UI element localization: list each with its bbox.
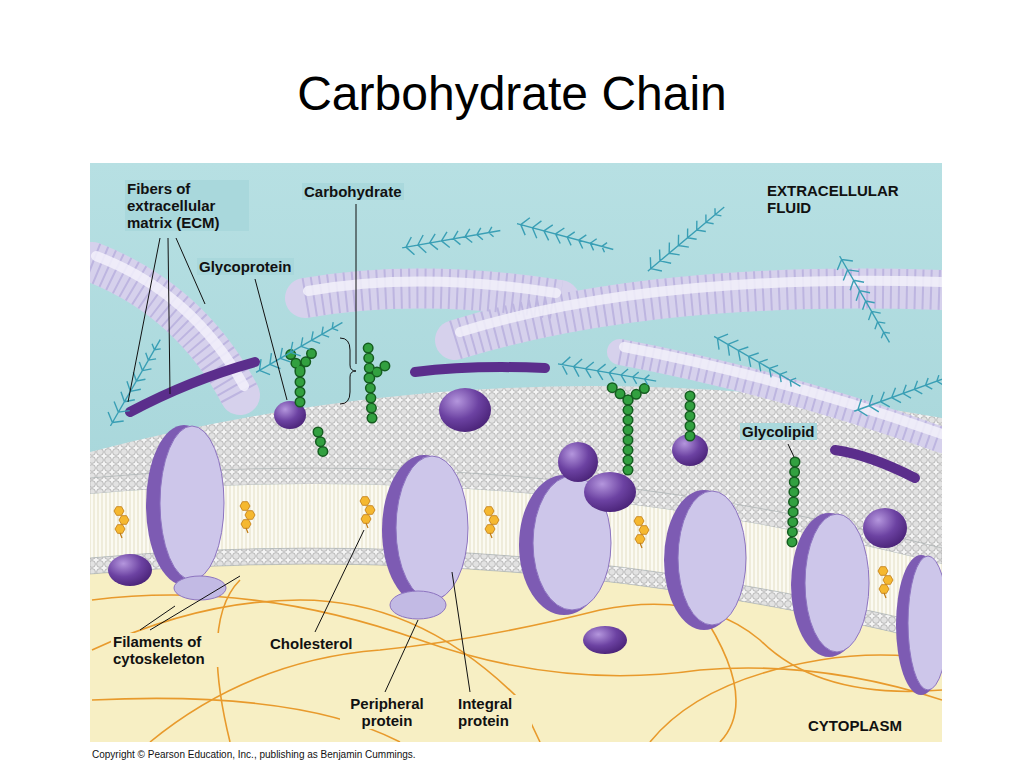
ecm-fibers <box>92 256 942 440</box>
extracellular-fluid <box>90 163 942 742</box>
part-label: Filaments of cytoskeleton <box>111 633 225 667</box>
part-label: Cholesterol <box>268 635 355 652</box>
ecm-linker-rods <box>130 362 915 478</box>
integral-proteins <box>146 425 942 695</box>
part-label: Glycolipid <box>740 423 817 440</box>
cholesterol-molecules <box>114 497 893 598</box>
slide-title: Carbohydrate Chain <box>0 66 1024 122</box>
leader-lines <box>128 204 794 692</box>
part-label: Glycoprotein <box>197 258 294 275</box>
part-label: Carbohydrate <box>302 183 404 200</box>
region-label: CYTOPLASM <box>808 717 902 734</box>
part-label: Integral protein <box>456 695 532 729</box>
peripheral-proteins <box>108 388 907 654</box>
copyright-note: Copyright © Pearson Education, Inc., pub… <box>92 748 416 761</box>
ecm-fern-fibers <box>103 200 942 430</box>
part-label: Peripheral protein <box>340 695 434 729</box>
region-label: EXTRACELLULAR FLUID <box>767 182 917 216</box>
part-label: Fibers of extracellular matrix (ECM) <box>125 180 249 231</box>
